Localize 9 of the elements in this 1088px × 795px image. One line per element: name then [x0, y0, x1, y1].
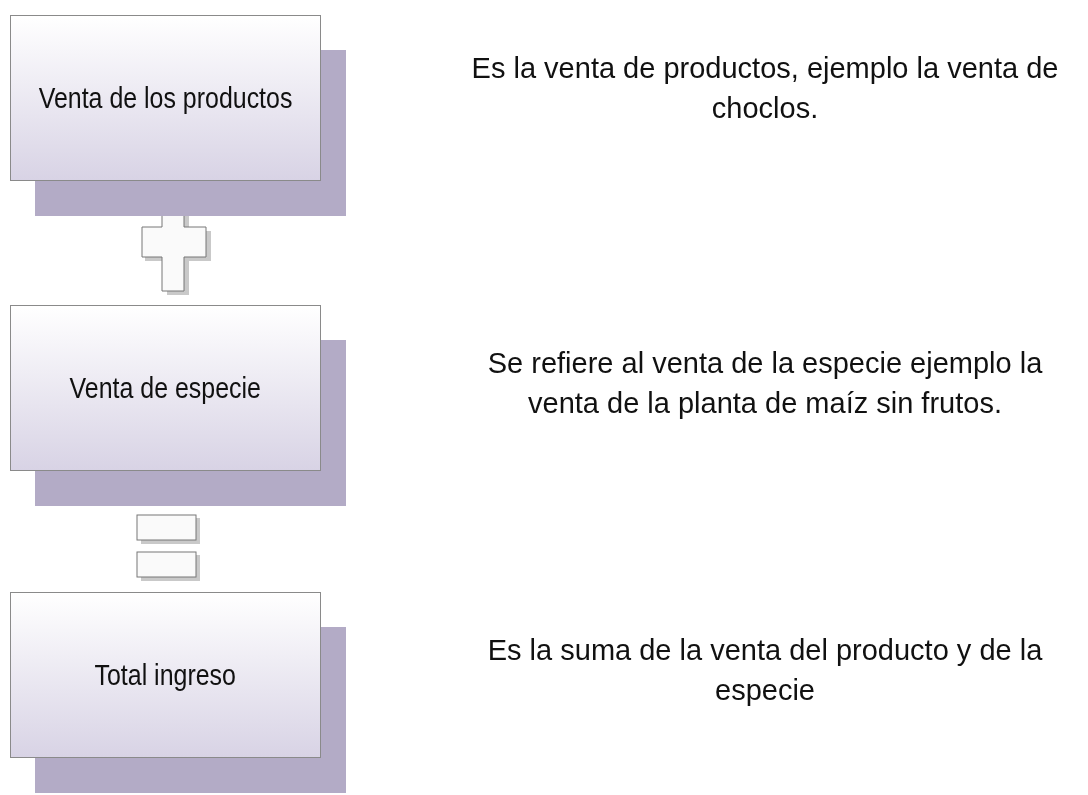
process-box — [10, 592, 346, 793]
process-box — [10, 305, 346, 506]
box-label: Total ingreso — [94, 658, 237, 692]
box-label: Venta de especie — [69, 371, 262, 405]
description-text: Se refiere al venta de la especie ejemplo la venta de la planta de maíz sin frutos. — [486, 346, 1044, 421]
description-text: Es la venta de productos, ejemplo la venta de choclos. — [470, 51, 1060, 126]
process-box — [10, 15, 346, 216]
box-label: Venta de los productos — [38, 81, 293, 115]
description-text: Es la suma de la venta del producto y de la especie — [486, 633, 1044, 708]
